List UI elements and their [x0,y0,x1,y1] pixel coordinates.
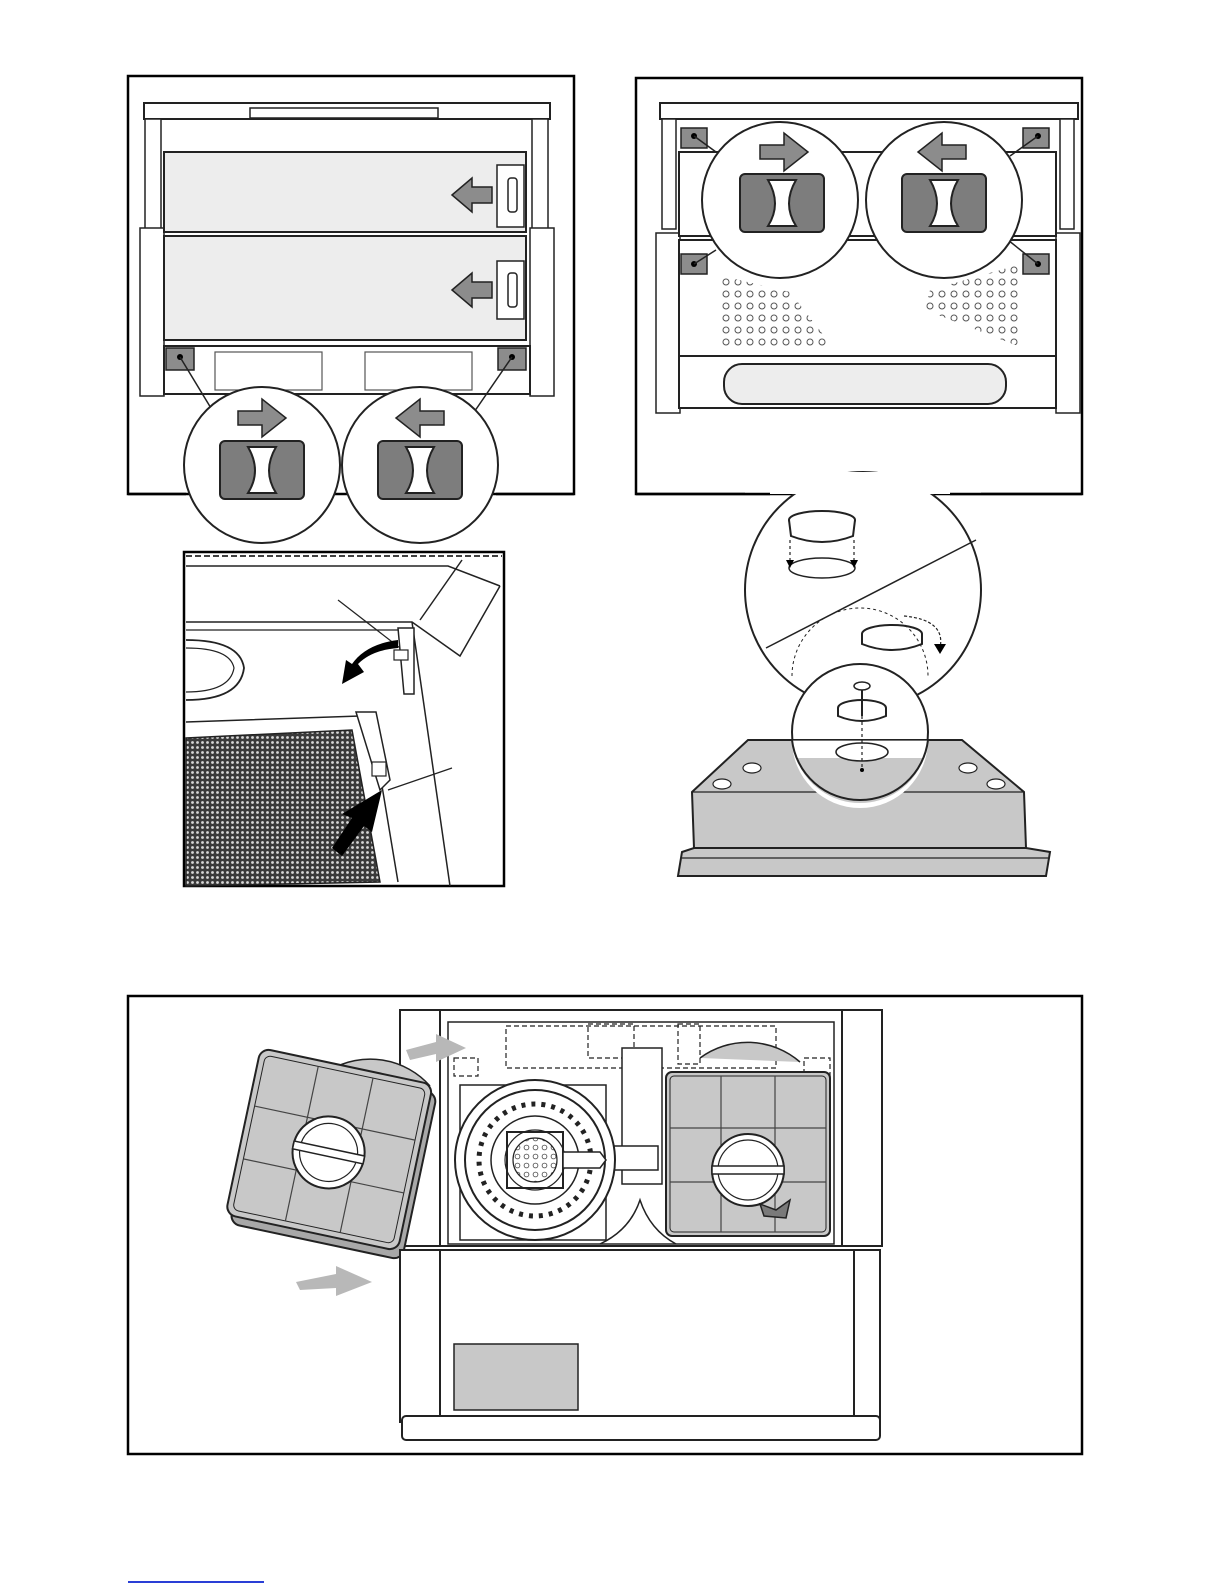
latch-icon [740,174,824,232]
fig-filter-panels [128,76,574,543]
latch-icon [378,441,462,499]
fig-carbon-filter [128,996,1082,1454]
fig-release-latch [636,78,1082,494]
fig-ceiling-mount [636,472,1082,876]
latch-icon [220,441,304,499]
latch-icon [902,174,986,232]
fig-clips-top [184,552,504,886]
